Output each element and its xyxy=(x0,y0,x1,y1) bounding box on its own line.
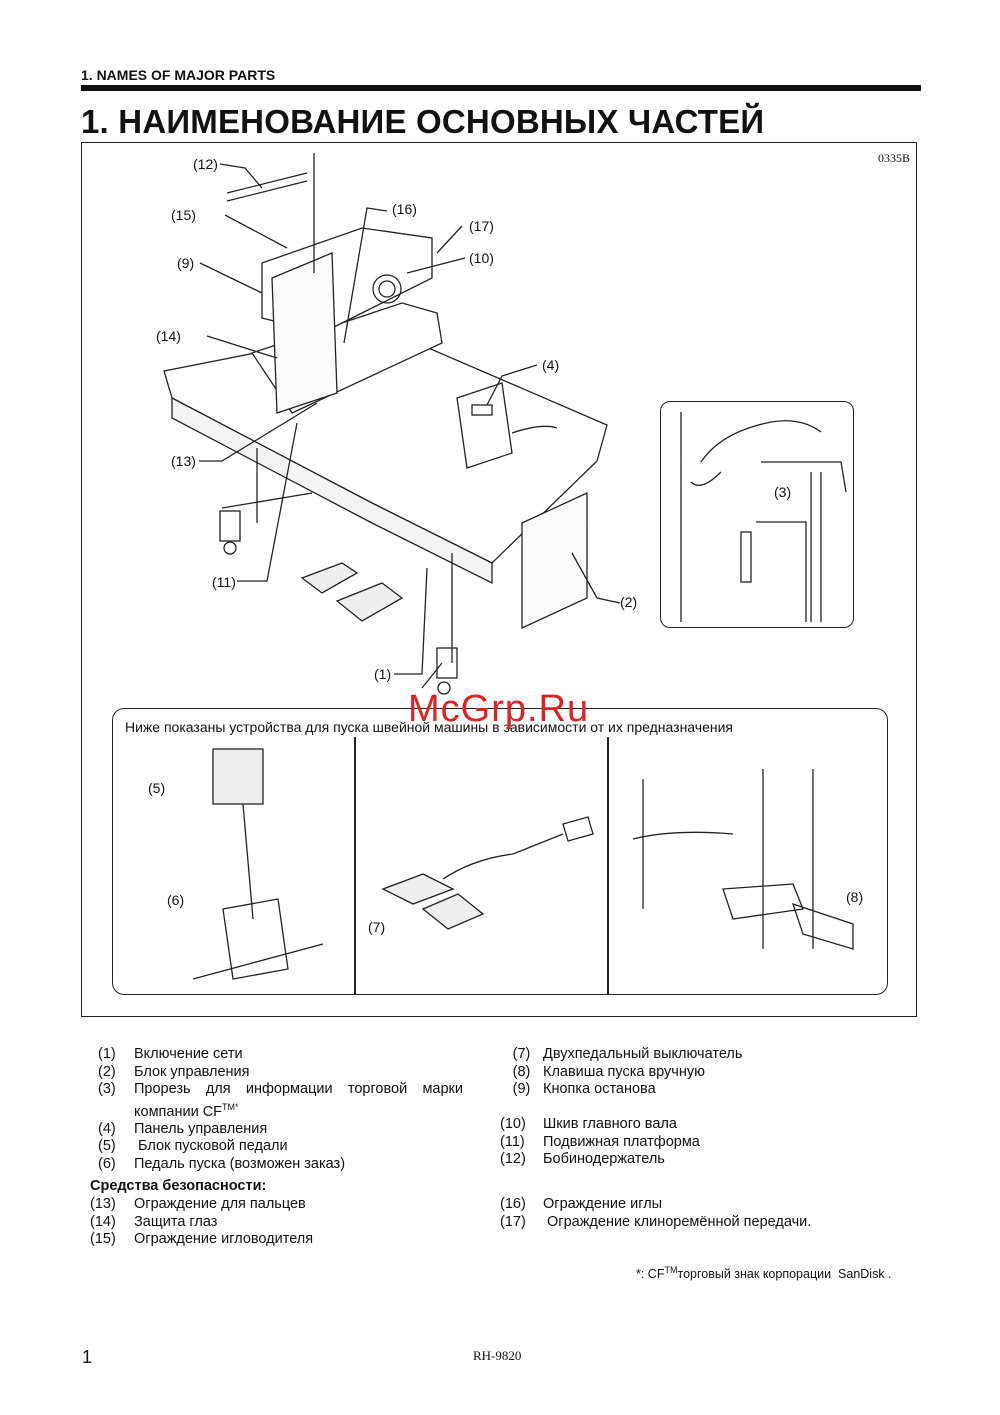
list-item: (3)Прорезь для информации торговой марки… xyxy=(98,1081,463,1120)
panel-divider xyxy=(607,737,609,994)
list-item: (13)Ограждение для пальцев xyxy=(90,1196,306,1212)
parts-figure: 0335B (3) (12) (15) (16) xyxy=(81,142,917,1017)
callout-5: (5) xyxy=(148,780,166,796)
callout-17: (17) xyxy=(469,218,494,234)
callout-13: (13) xyxy=(171,453,196,469)
page-title: 1. НАИМЕНОВАНИЕ ОСНОВНЫХ ЧАСТЕЙ xyxy=(81,103,765,140)
list-item: (10)Шкив главного вала xyxy=(500,1116,677,1132)
list-item: (14)Защита глаз xyxy=(90,1213,218,1230)
list-item: (5) Блок пусковой педали xyxy=(98,1138,288,1155)
callout-2: (2) xyxy=(620,594,638,610)
watermark: McGrp.Ru xyxy=(408,688,590,730)
callout-14: (14) xyxy=(156,328,181,344)
callout-8: (8) xyxy=(846,889,864,905)
callout-4: (4) xyxy=(542,357,560,373)
callout-11: (11) xyxy=(212,574,236,590)
parts-list-right: (7)Двухпедальный выключатель (8)Клавиша … xyxy=(500,1046,880,1169)
model-number: RH-9820 xyxy=(473,1348,522,1363)
page-number: 1 xyxy=(82,1347,93,1367)
callout-12: (12) xyxy=(193,156,218,172)
callout-3: (3) xyxy=(774,484,792,500)
footnote: *: CFTMторговый знак корпорации SanDisk … xyxy=(636,1265,892,1282)
list-item: (4)Панель управления xyxy=(98,1120,268,1137)
start-devices-caption: Ниже показаны устройства для пуска швейн… xyxy=(125,719,733,735)
safety-list-left: (13)Ограждение для пальцев (14)Защита гл… xyxy=(90,1196,460,1249)
section-header: 1. NAMES OF MAJOR PARTS xyxy=(81,67,276,83)
list-item: (11)Подвижная платформа xyxy=(500,1133,700,1150)
list-item: (2)Блок управления xyxy=(98,1063,250,1080)
safety-heading: Средства безопасности: xyxy=(90,1178,267,1194)
list-item: (7)Двухпедальный выключатель xyxy=(512,1046,743,1062)
list-item: (12)Бобинодержатель xyxy=(500,1151,665,1167)
list-item: (15)Ограждение игловодителя xyxy=(90,1231,314,1247)
callout-7: (7) xyxy=(368,919,386,935)
start-devices-panel: Ниже показаны устройства для пуска швейн… xyxy=(112,708,888,995)
cf-slot-inset: (3) xyxy=(660,401,854,628)
figure-code: 0335B xyxy=(877,151,910,165)
panel-divider xyxy=(354,737,356,994)
list-item: (17) Ограждение клиноремённой передачи. xyxy=(500,1213,812,1230)
callout-9: (9) xyxy=(177,255,195,271)
list-item: (16)Ограждение иглы xyxy=(500,1196,663,1212)
list-item: (1)Включение сети xyxy=(98,1046,243,1062)
list-item: (8)Клавиша пуска вручную xyxy=(512,1063,705,1080)
callout-10: (10) xyxy=(469,250,494,266)
list-item: (6)Педаль пуска (возможен заказ) xyxy=(98,1155,346,1172)
parts-list-left: (1)Включение сети (2)Блок управления (3)… xyxy=(98,1046,463,1173)
machine-drawing xyxy=(163,153,621,695)
safety-list-right: (16)Ограждение иглы (17) Ограждение клин… xyxy=(500,1196,880,1231)
list-item: (9)Кнопка останова xyxy=(512,1081,656,1097)
callout-6: (6) xyxy=(167,892,185,908)
header-rule xyxy=(81,85,921,91)
callout-1: (1) xyxy=(374,666,392,682)
callout-15: (15) xyxy=(171,207,196,223)
callout-16: (16) xyxy=(392,201,417,217)
